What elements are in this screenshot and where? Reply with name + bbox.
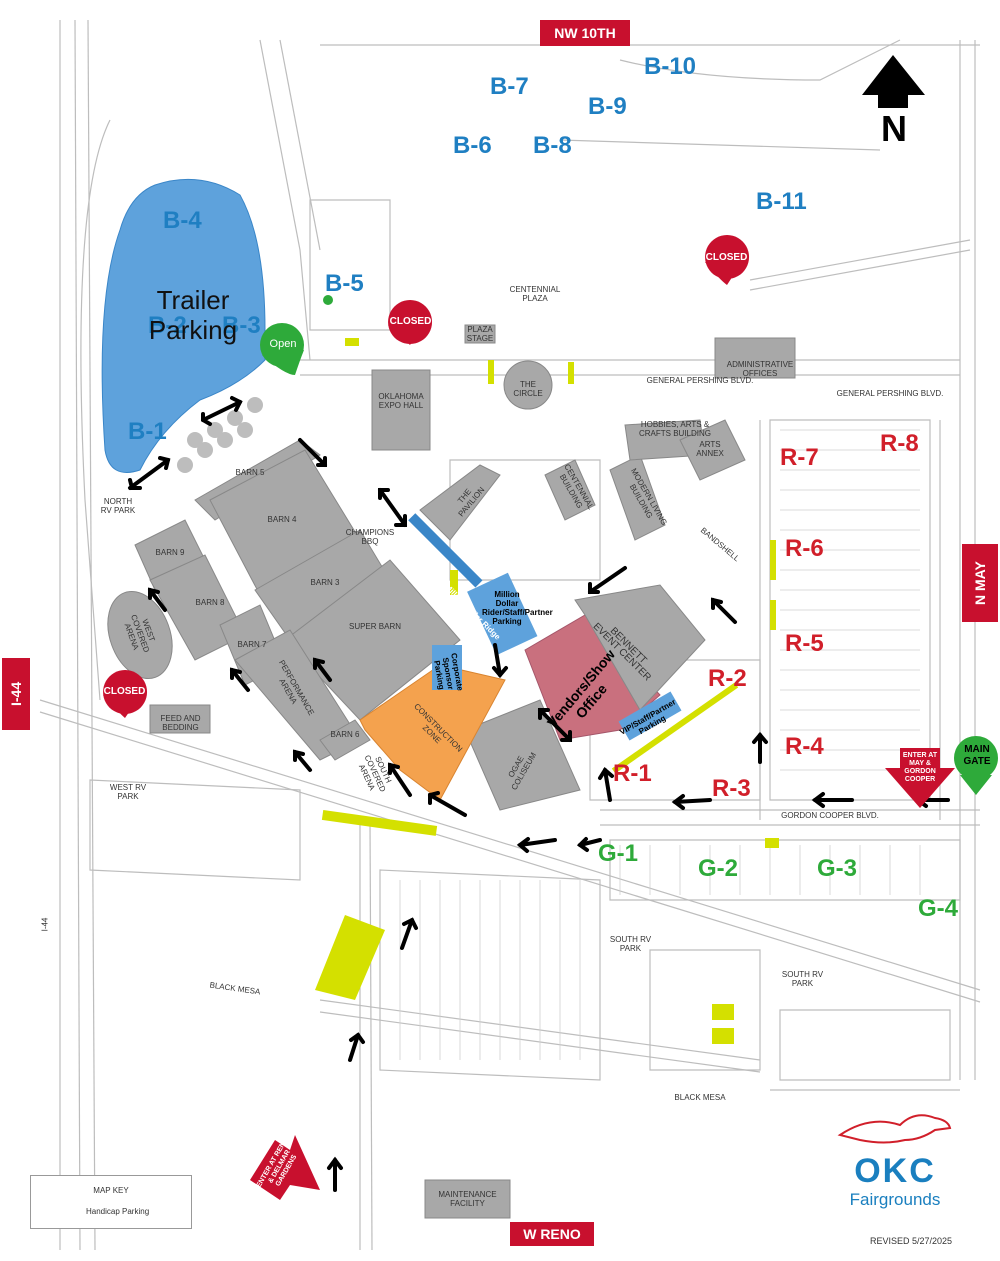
the-circle-building bbox=[503, 360, 553, 410]
lot-r6[interactable]: R-6 bbox=[785, 535, 824, 562]
road-label-i44-small: I-44 bbox=[40, 917, 50, 932]
road-label-black-mesa-2: BLACK MESA bbox=[674, 1093, 726, 1102]
label-million-dollar: Million Dollar Rider/Staff/Partner Parki… bbox=[482, 590, 553, 626]
lot-r5[interactable]: R-5 bbox=[785, 630, 824, 657]
label-centennial-plaza: CENTENNIAL PLAZA bbox=[509, 285, 561, 303]
green-marker bbox=[323, 295, 333, 305]
lot-b3[interactable]: B-3 bbox=[222, 312, 261, 339]
label-south-rv-2: SOUTH RV PARK bbox=[781, 970, 824, 988]
label-barn4: BARN 4 bbox=[267, 515, 297, 524]
lot-r2[interactable]: R-2 bbox=[708, 665, 747, 692]
lot-r7[interactable]: R-7 bbox=[780, 444, 819, 471]
lot-r1[interactable]: R-1 bbox=[613, 760, 652, 787]
lot-b2[interactable]: B-2 bbox=[148, 312, 187, 339]
enter-may-arrow-stem bbox=[900, 748, 940, 770]
lot-g1[interactable]: G-1 bbox=[598, 840, 639, 867]
label-champions: CHAMPIONS BBQ bbox=[345, 528, 395, 546]
closed-badge-2: CLOSED bbox=[705, 252, 748, 263]
handicap-parking bbox=[315, 338, 779, 1044]
north-label: N bbox=[881, 108, 907, 149]
multi-million-ridge-area bbox=[408, 513, 483, 588]
lot-g2[interactable]: G-2 bbox=[698, 855, 739, 882]
closed-badge-1: CLOSED bbox=[389, 316, 432, 327]
north-arrow-icon bbox=[862, 55, 925, 108]
label-enter-may: ENTER AT MAY & GORDON COOPER bbox=[902, 752, 938, 783]
label-feed: FEED AND BEDDING bbox=[160, 714, 201, 732]
label-maintenance: MAINTENANCE FACILITY bbox=[438, 1190, 497, 1208]
million-dollar-parking-area[interactable] bbox=[467, 572, 538, 656]
lot-b8[interactable]: B-8 bbox=[533, 132, 572, 159]
lot-b7[interactable]: B-7 bbox=[490, 73, 529, 100]
closed-badge-3: CLOSED bbox=[103, 686, 146, 697]
storage-tanks bbox=[177, 397, 263, 473]
label-barn3: BARN 3 bbox=[310, 578, 340, 587]
road-nmay: N MAY bbox=[962, 544, 998, 622]
closed-pin-1 bbox=[388, 300, 433, 345]
lot-b10[interactable]: B-10 bbox=[644, 53, 697, 80]
label-barn5: BARN 5 bbox=[235, 468, 265, 477]
road-wreno: W RENO bbox=[510, 1222, 594, 1246]
lot-g3[interactable]: G-3 bbox=[817, 855, 858, 882]
map-key: MAP KEY Handicap Parking bbox=[30, 1175, 192, 1229]
west-covered-arena-building bbox=[107, 590, 173, 680]
road-label-gen-pershing-1: GENERAL PERSHING BLVD. bbox=[646, 376, 754, 385]
label-barn8: BARN 8 bbox=[195, 598, 225, 607]
road-label-gordon-cooper: GORDON COOPER BLVD. bbox=[781, 811, 879, 820]
logo-okc: OKC bbox=[854, 1152, 936, 1190]
road-label-gen-pershing-2: GENERAL PERSHING BLVD. bbox=[836, 389, 944, 398]
label-plaza-stage: PLAZA STAGE bbox=[466, 325, 494, 343]
label-arts-annex: ARTS ANNEX bbox=[696, 440, 724, 458]
enter-may-arrow[interactable] bbox=[885, 768, 955, 808]
open-pin bbox=[260, 323, 304, 375]
label-south-rv-1: SOUTH RV PARK bbox=[609, 935, 652, 953]
road-nw10th: NW 10TH bbox=[540, 20, 630, 46]
lot-b6[interactable]: B-6 bbox=[453, 132, 492, 159]
lot-g4[interactable]: G-4 bbox=[918, 895, 959, 922]
logo-fairgrounds: Fairgrounds bbox=[849, 1190, 941, 1209]
lot-b11[interactable]: B-11 bbox=[756, 188, 807, 215]
label-admin: ADMINISTRATIVE OFFICES bbox=[726, 360, 794, 378]
horse-logo-icon bbox=[837, 1114, 952, 1144]
label-superbarn: SUPER BARN bbox=[348, 622, 401, 631]
enter-reno-arrow[interactable] bbox=[250, 1135, 320, 1200]
road-i44: I-44 bbox=[2, 658, 30, 730]
label-main-gate[interactable]: MAIN GATE bbox=[963, 744, 991, 767]
label-barn9: BARN 9 bbox=[155, 548, 185, 557]
trailer-parking-area[interactable] bbox=[101, 178, 266, 473]
lot-b9[interactable]: B-9 bbox=[588, 93, 627, 120]
revised-date: REVISED 5/27/2025 bbox=[870, 1236, 953, 1246]
label-barn6: BARN 6 bbox=[330, 730, 360, 739]
lot-b4[interactable]: B-4 bbox=[163, 207, 202, 234]
bennett-building-shell bbox=[574, 584, 706, 711]
lot-r4[interactable]: R-4 bbox=[785, 733, 824, 760]
lot-r8[interactable]: R-8 bbox=[880, 430, 919, 457]
corporate-parking-area[interactable] bbox=[432, 645, 462, 690]
open-badge: Open bbox=[269, 338, 297, 350]
label-west-rv: WEST RV PARK bbox=[109, 783, 147, 801]
lot-b1[interactable]: B-1 bbox=[128, 418, 167, 445]
vip-parking-area[interactable] bbox=[618, 691, 682, 741]
main-gate-pin bbox=[954, 736, 998, 780]
lot-r3[interactable]: R-3 bbox=[712, 775, 751, 802]
closed-pin-3 bbox=[103, 670, 148, 718]
closed-pin-2 bbox=[705, 235, 750, 285]
map-key-item: Handicap Parking bbox=[86, 1207, 150, 1216]
trailer-parking-label: Trailer Parking bbox=[148, 285, 238, 345]
main-gate-pointer bbox=[960, 775, 992, 795]
label-barn7: BARN 7 bbox=[237, 640, 267, 649]
road-network bbox=[39, 19, 981, 1251]
label-circle: THE CIRCLE bbox=[513, 380, 543, 398]
buildings bbox=[134, 324, 796, 1219]
map-key-title: MAP KEY bbox=[93, 1186, 129, 1195]
label-expo: OKLAHOMA EXPO HALL bbox=[378, 392, 424, 410]
parking-stalls bbox=[399, 429, 921, 1060]
lot-b5[interactable]: B-5 bbox=[325, 270, 364, 297]
label-hobbies: HOBBIES, ARTS & CRAFTS BUILDING bbox=[638, 420, 711, 438]
label-north-rv: NORTH RV PARK bbox=[100, 497, 136, 515]
